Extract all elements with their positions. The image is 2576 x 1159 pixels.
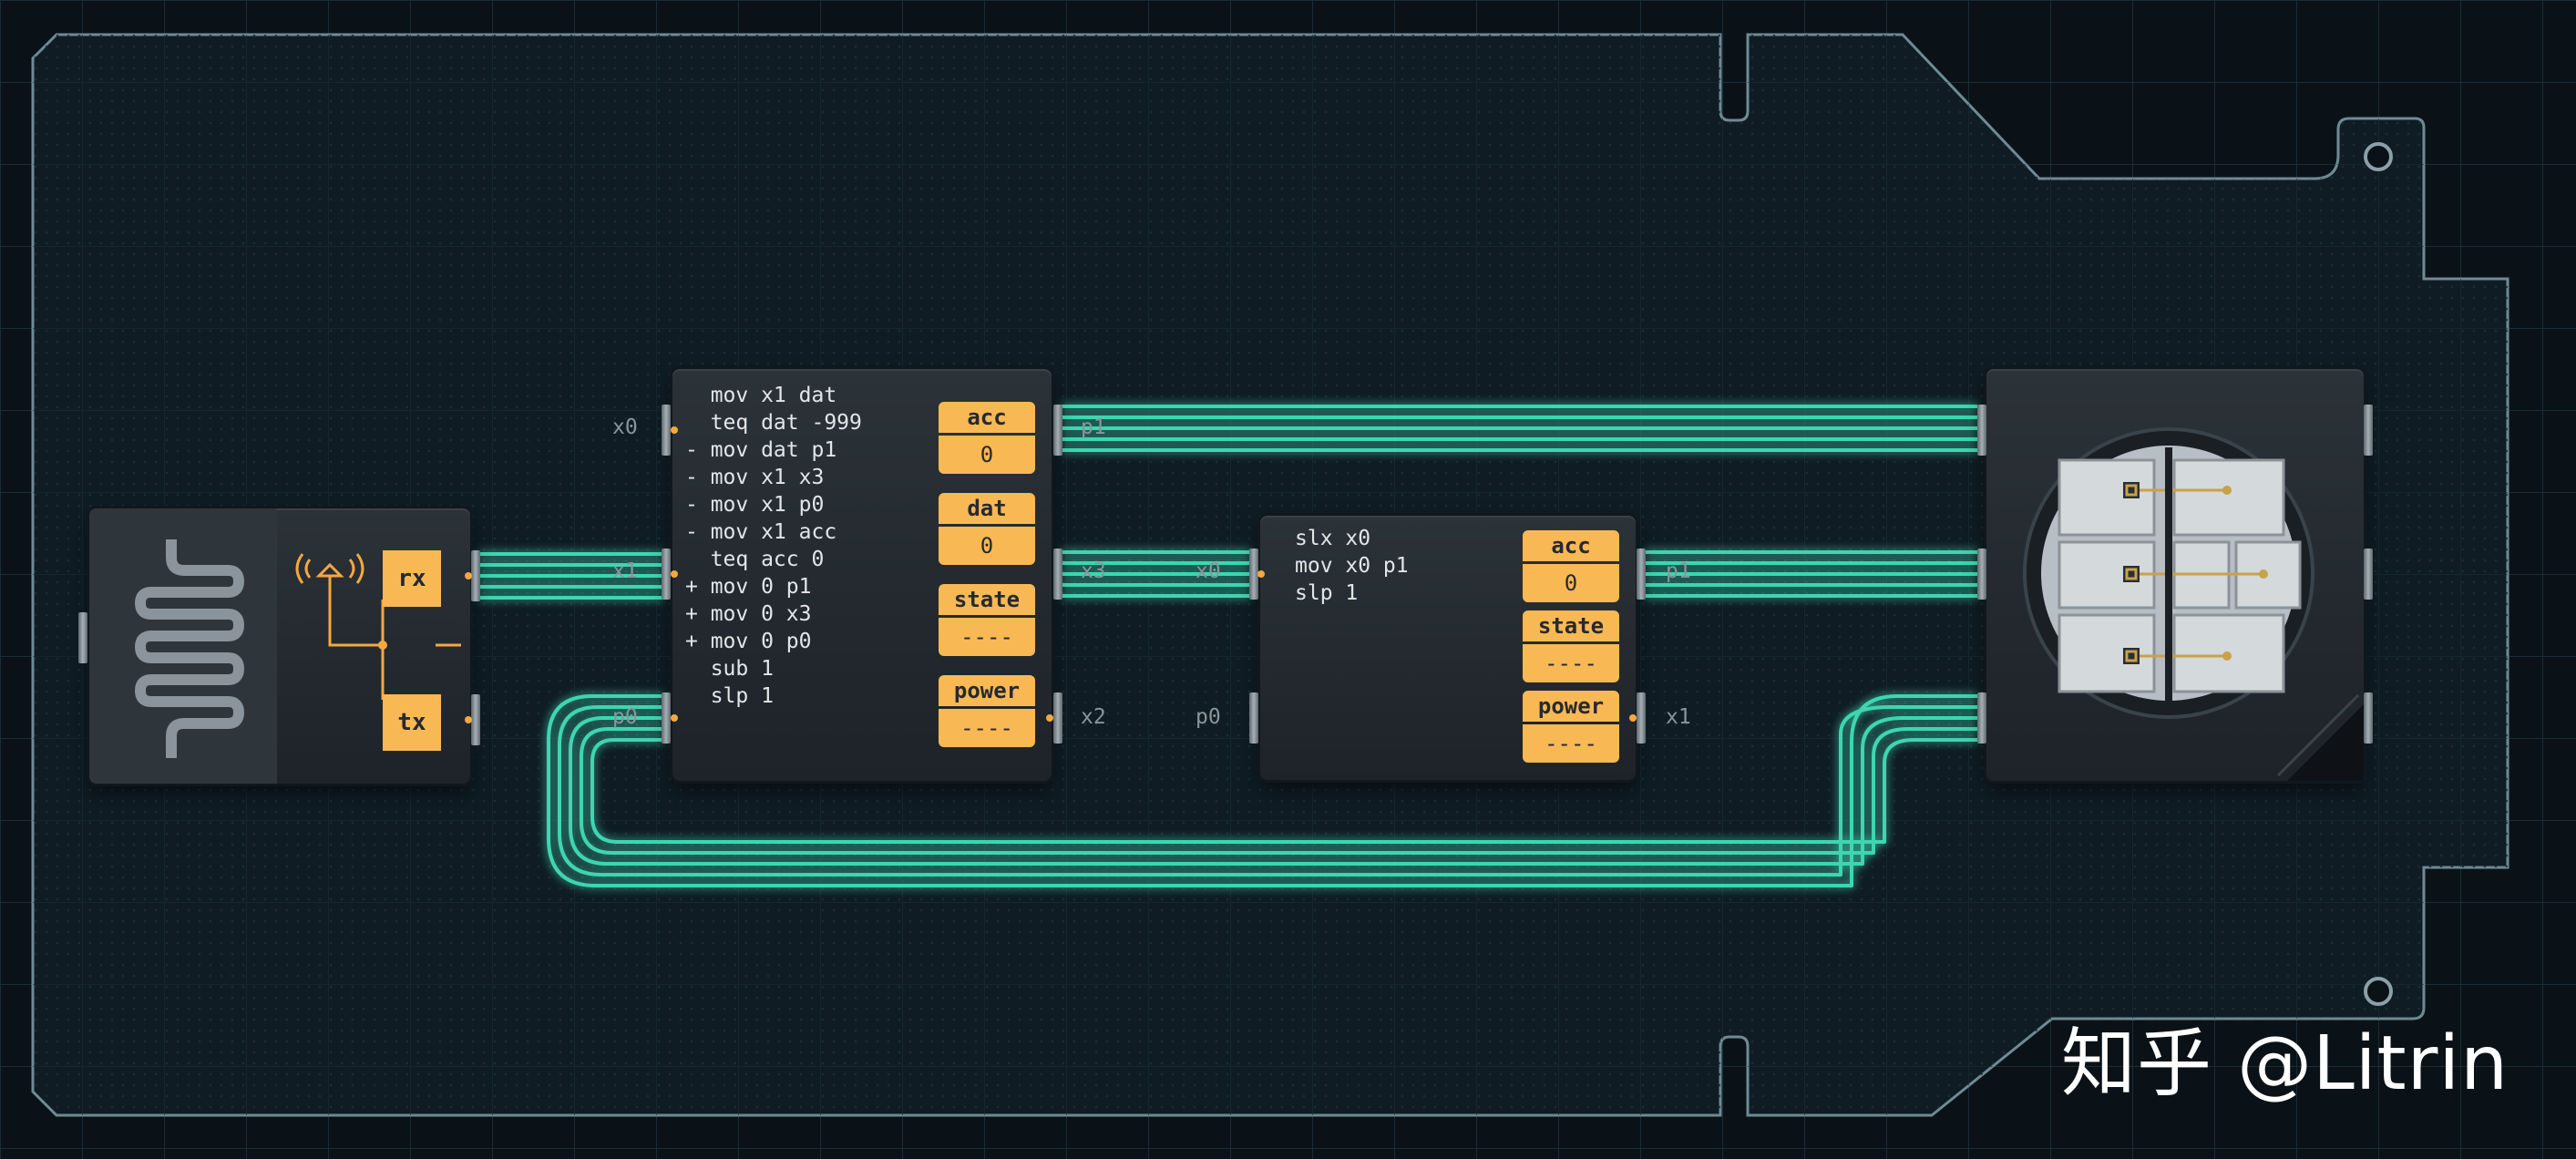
sensor-coil-icon xyxy=(134,539,245,758)
lock-module[interactable] xyxy=(1986,369,2364,781)
radio-left-pin xyxy=(78,612,87,663)
register-state: state ---- xyxy=(939,584,1035,656)
mc-b-p0-pin[interactable] xyxy=(1249,692,1258,744)
radio-rx-pin[interactable] xyxy=(471,550,480,601)
register-power: power ---- xyxy=(1523,691,1619,763)
port-label-p1: p1 xyxy=(1081,415,1106,439)
lock-pin-1[interactable] xyxy=(1977,405,1986,456)
mc-a-p0-pin[interactable] xyxy=(662,692,671,744)
mc-a-x2-dot xyxy=(1046,714,1053,722)
tx-port[interactable]: tx xyxy=(383,694,441,751)
mc-b-code[interactable]: slx x0 mov x0 p1 slp 1 xyxy=(1295,525,1409,607)
code-line[interactable]: teq acc 0 xyxy=(685,548,825,571)
antenna-icon xyxy=(295,553,364,603)
code-line[interactable]: teq dat -999 xyxy=(685,411,862,435)
mc-a-x0-dot xyxy=(671,426,678,434)
register-label: dat xyxy=(939,493,1035,524)
lock-module-icon xyxy=(2023,427,2364,781)
radio-tx-pin[interactable] xyxy=(471,694,480,745)
code-line[interactable]: slp 1 xyxy=(685,684,774,708)
mc-b-x1-dot xyxy=(1629,714,1637,722)
sensor-panel xyxy=(89,508,277,784)
code-line[interactable]: mov x1 dat xyxy=(685,384,837,407)
rx-port[interactable]: rx xyxy=(383,550,441,607)
register-power: power ---- xyxy=(939,675,1035,747)
register-label: power xyxy=(1523,691,1619,722)
port-label-x3: x3 xyxy=(1081,559,1106,583)
register-value: ---- xyxy=(1523,644,1619,682)
mounting-hole-top xyxy=(2364,142,2393,171)
lock-pin-2[interactable] xyxy=(1977,549,1986,600)
port-label-x1: x1 xyxy=(1666,705,1691,729)
mc-b-x0-dot xyxy=(1257,570,1265,578)
mc-a-p0-dot xyxy=(671,714,678,722)
lock-pin-4 xyxy=(2364,405,2373,456)
register-value: ---- xyxy=(939,618,1035,656)
port-label-x0: x0 xyxy=(612,415,638,439)
lock-pin-6 xyxy=(2364,692,2373,744)
register-label: acc xyxy=(1523,530,1619,561)
register-acc: acc 0 xyxy=(939,402,1035,474)
lock-pin-5 xyxy=(2364,549,2373,600)
mc-a-x0-pin[interactable] xyxy=(662,405,671,456)
radio-wiring xyxy=(328,600,461,700)
register-value: 0 xyxy=(939,436,1035,474)
traces xyxy=(478,405,1977,887)
code-line[interactable]: + mov 0 p0 xyxy=(685,630,812,653)
register-value: ---- xyxy=(939,709,1035,747)
port-label-p1: p1 xyxy=(1666,559,1691,583)
register-label: state xyxy=(1523,610,1619,641)
code-line[interactable]: mov x0 p1 xyxy=(1295,554,1409,578)
radio-rx-dot xyxy=(465,572,472,580)
microcontroller-b[interactable]: slx x0 mov x0 p1 slp 1 acc 0 state ---- … xyxy=(1260,516,1636,780)
port-label-p0: p0 xyxy=(612,705,638,729)
register-label: state xyxy=(939,584,1035,615)
mc-a-x3-pin[interactable] xyxy=(1053,549,1062,600)
lock-pin-3[interactable] xyxy=(1977,692,1986,744)
code-line[interactable]: - mov x1 x3 xyxy=(685,466,825,489)
radio-tx-dot xyxy=(465,716,472,723)
mc-a-x1-pin[interactable] xyxy=(662,549,671,600)
code-line[interactable]: slp 1 xyxy=(1295,581,1359,605)
port-label-p0: p0 xyxy=(1196,705,1221,729)
port-label-x2: x2 xyxy=(1081,705,1106,729)
code-line[interactable]: - mov dat p1 xyxy=(685,438,837,462)
code-line[interactable]: - mov x1 p0 xyxy=(685,493,825,517)
watermark: 知乎 @Litrin xyxy=(2061,1021,2509,1107)
mc-b-x0-pin[interactable] xyxy=(1249,549,1258,600)
code-line[interactable]: - mov x1 acc xyxy=(685,520,837,544)
register-label: power xyxy=(939,675,1035,706)
mc-a-code[interactable]: mov x1 dat teq dat -999 - mov dat p1 - m… xyxy=(685,382,862,710)
mc-b-p1-pin[interactable] xyxy=(1637,549,1646,600)
mc-b-x1-pin[interactable] xyxy=(1637,692,1646,744)
radio-module[interactable]: rx tx xyxy=(89,508,470,784)
code-line[interactable]: sub 1 xyxy=(685,657,774,681)
mc-a-p1-pin[interactable] xyxy=(1053,405,1062,456)
register-state: state ---- xyxy=(1523,610,1619,682)
code-line[interactable]: + mov 0 x3 xyxy=(685,602,812,626)
microcontroller-a[interactable]: mov x1 dat teq dat -999 - mov dat p1 - m… xyxy=(672,369,1052,781)
register-dat: dat 0 xyxy=(939,493,1035,565)
mc-a-x2-pin[interactable] xyxy=(1053,692,1062,744)
port-label-x1: x1 xyxy=(612,559,638,583)
register-label: acc xyxy=(939,402,1035,433)
register-value: 0 xyxy=(1523,564,1619,602)
register-value: 0 xyxy=(939,527,1035,565)
code-line[interactable]: + mov 0 p1 xyxy=(685,575,812,599)
register-acc: acc 0 xyxy=(1523,530,1619,602)
mc-a-x1-dot xyxy=(671,570,678,578)
code-line[interactable]: slx x0 xyxy=(1295,527,1371,550)
register-value: ---- xyxy=(1523,724,1619,763)
port-label-x0: x0 xyxy=(1196,559,1221,583)
mounting-hole-bottom xyxy=(2364,977,2393,1006)
